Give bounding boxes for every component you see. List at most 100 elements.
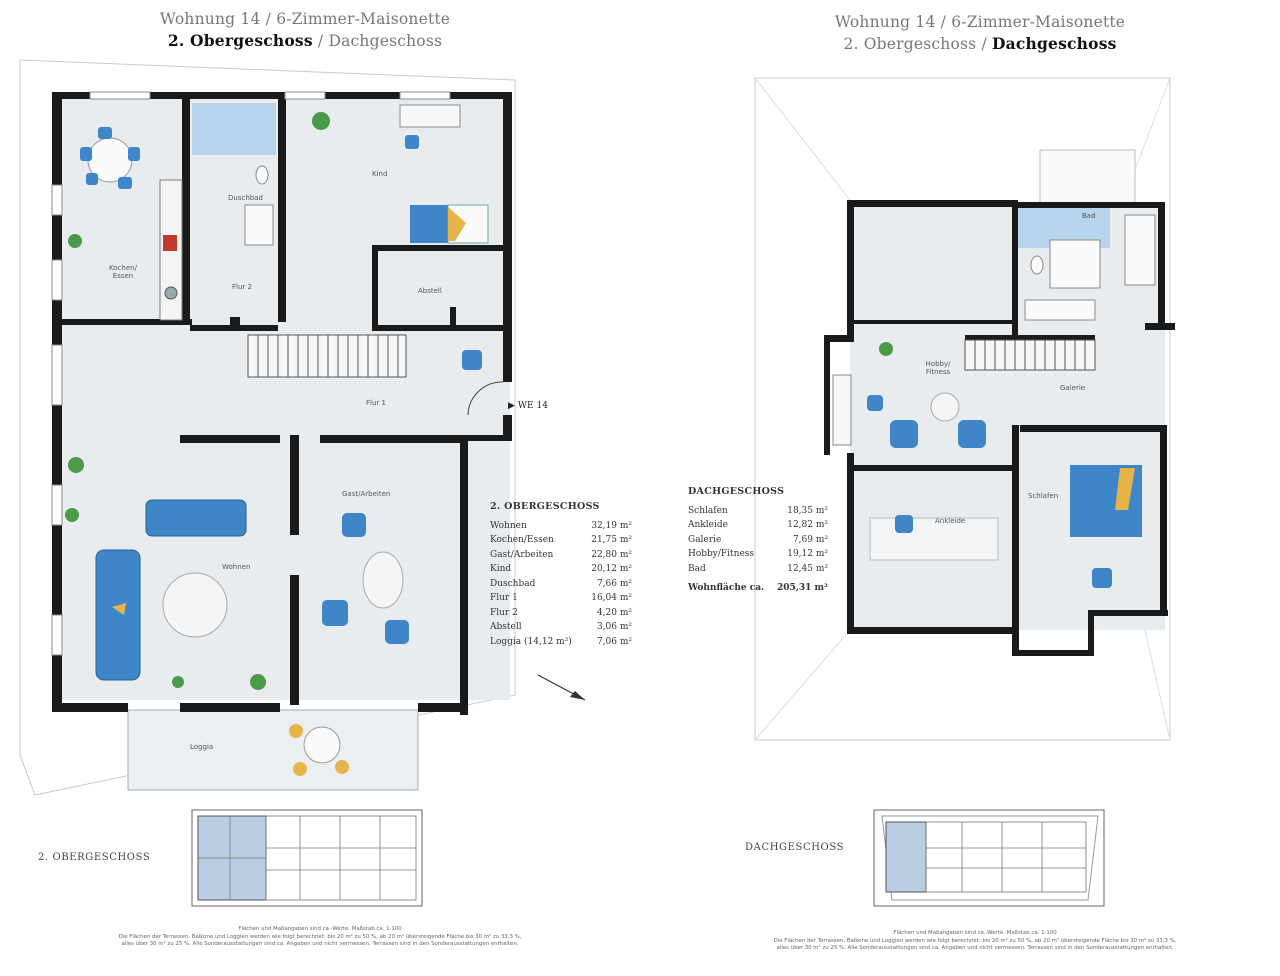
room-label-ankleide: Ankleide bbox=[935, 517, 966, 525]
dormer bbox=[1039, 149, 1136, 213]
area-table-dg-room-area: 19,12 m² bbox=[787, 549, 828, 559]
bath-vanity bbox=[1024, 299, 1096, 321]
area-table-dg-row: Galerie 7,69 m² bbox=[688, 533, 828, 548]
footnote-dg: Flächen und Maßangaben sind ca.-Werte. M… bbox=[773, 930, 1177, 951]
area-table-2og-room-name: Kochen/Essen bbox=[490, 535, 554, 545]
area-table-dg-row: Ankleide 12,82 m² bbox=[688, 518, 828, 533]
floorplan-2og bbox=[19, 59, 586, 796]
entrance-door bbox=[467, 381, 504, 416]
toilet bbox=[255, 165, 269, 185]
shower-dg bbox=[1049, 239, 1101, 289]
area-table-dg-room-name: Hobby/Fitness bbox=[688, 549, 755, 559]
kind-chair bbox=[405, 135, 419, 149]
hall-armchair bbox=[462, 350, 482, 370]
area-table-dg-total: Wohnfläche ca. 205,31 m² bbox=[688, 583, 828, 593]
ankleide-wardrobe bbox=[869, 517, 999, 561]
wohnen-sofa bbox=[95, 499, 247, 681]
right-title-line2: 2. Obergeschoss / Dachgeschoss bbox=[843, 34, 1117, 53]
area-table-dg-heading: DACHGESCHOSS bbox=[688, 486, 785, 497]
room-label-hobby: Hobby/ Fitness bbox=[925, 360, 951, 376]
room-label-galerie: Galerie bbox=[1060, 384, 1086, 392]
footnote-2og: Flächen und Maßangaben sind ca.-Werte. M… bbox=[118, 926, 522, 947]
gast-table bbox=[362, 551, 404, 609]
area-table-2og-room-area: 22,80 m² bbox=[591, 549, 632, 560]
room-label-flur1: Flur 1 bbox=[366, 399, 386, 407]
area-table-2og-row: Duschbad 7,66 m² bbox=[490, 577, 632, 592]
room-label-flur2: Flur 2 bbox=[232, 283, 252, 291]
area-table-2og-room-name: Flur 2 bbox=[490, 607, 518, 618]
hobby-desk bbox=[832, 374, 852, 446]
left-title-line1: Wohnung 14 / 6-Zimmer-Maisonette bbox=[159, 10, 451, 28]
area-table-2og-row: Wohnen 32,19 m² bbox=[490, 519, 632, 534]
area-table-2og-row: Loggia (14,12 m²) 7,06 m² bbox=[490, 635, 632, 650]
hobby-table bbox=[930, 392, 960, 422]
hobby-armchairs bbox=[890, 420, 986, 448]
area-table-dg-room-name: Bad bbox=[688, 563, 706, 574]
keyplan-2og bbox=[191, 809, 423, 907]
room-label-gast: Gast/Arbeiten bbox=[342, 490, 391, 498]
area-table-2og-room-area: 7,66 m² bbox=[596, 578, 632, 589]
kind-desk bbox=[399, 104, 461, 128]
kind-bed-accent bbox=[448, 207, 466, 241]
walls-dg bbox=[824, 200, 1175, 656]
area-table-2og-room-area: 32,19 m² bbox=[591, 520, 632, 531]
sofa-accent bbox=[112, 603, 126, 615]
entrance-label: ▶ WE 14 bbox=[508, 401, 548, 411]
area-table-2og-room-name: Abstell bbox=[490, 622, 522, 632]
shower-tray bbox=[244, 204, 274, 246]
area-table-2og-rows: Wohnen 32,19 m² Kochen/Essen 21,75 m² Gast/A… bbox=[490, 519, 632, 650]
area-table-dg-room-area: 12,45 m² bbox=[787, 563, 828, 574]
plants-2og bbox=[65, 112, 330, 690]
staircase-dg bbox=[964, 339, 1096, 371]
area-table-dg-room-area: 7,69 m² bbox=[792, 534, 828, 545]
area-table-2og-room-area: 7,06 m² bbox=[596, 636, 632, 647]
area-table-dg-room-name: Ankleide bbox=[688, 520, 728, 530]
area-table-dg-room-name: Galerie bbox=[688, 534, 722, 545]
area-table-dg-row: Hobby/Fitness 19,12 m² bbox=[688, 547, 828, 562]
area-table-2og-room-name: Gast/Arbeiten bbox=[490, 549, 554, 560]
area-table-dg-room-name: Schlafen bbox=[688, 505, 728, 516]
left-title-line2: 2. Obergeschoss / Dachgeschoss bbox=[167, 31, 443, 50]
area-table-2og-room-name: Loggia (14,12 m²) bbox=[490, 636, 572, 647]
toilet-dg bbox=[1030, 255, 1044, 275]
area-table-2og-room-area: 21,75 m² bbox=[591, 535, 632, 545]
area-table-2og-row: Flur 2 4,20 m² bbox=[490, 606, 632, 621]
room-label-loggia: Loggia bbox=[190, 743, 214, 751]
area-table-2og-row: Kochen/Essen 21,75 m² bbox=[490, 533, 632, 548]
area-table-2og-room-name: Duschbad bbox=[490, 578, 536, 589]
area-table-dg-rows: Schlafen 18,35 m² Ankleide 12,82 m² Galerie 7… bbox=[688, 504, 828, 577]
loggia-chairs bbox=[289, 724, 349, 776]
loggia-table bbox=[303, 726, 341, 764]
bathtub bbox=[1124, 214, 1156, 286]
floor-area-dg bbox=[850, 205, 1165, 630]
right-title-line1: Wohnung 14 / 6-Zimmer-Maisonette bbox=[834, 13, 1126, 31]
gast-armchairs bbox=[322, 513, 409, 644]
area-table-2og-room-area: 20,12 m² bbox=[591, 564, 632, 574]
staircase-2og bbox=[247, 334, 407, 378]
area-table-dg: DACHGESCHOSS Schlafen 18,35 m² Ankleide 12,… bbox=[688, 485, 828, 596]
area-table-dg-room-area: 18,35 m² bbox=[787, 505, 828, 516]
ankleide-chair bbox=[895, 515, 913, 533]
area-table-2og-room-area: 4,20 m² bbox=[596, 607, 632, 618]
area-table-2og-heading: 2. OBERGESCHOSS bbox=[490, 501, 600, 512]
left-title: Wohnung 14 / 6-Zimmer-Maisonette 2. Ober… bbox=[110, 9, 500, 52]
room-label-kochen: Kochen/ Essen bbox=[109, 264, 137, 280]
area-table-dg-room-area: 12,82 m² bbox=[787, 520, 828, 530]
room-label-duschbad: Duschbad bbox=[228, 194, 263, 202]
kitchen-cooktop bbox=[163, 235, 177, 251]
floorplan-dg bbox=[754, 77, 1175, 741]
loggia-floor bbox=[127, 709, 419, 791]
kitchen-sink bbox=[164, 286, 178, 300]
schlafen-chair bbox=[1092, 568, 1112, 588]
area-table-2og-room-name: Flur 1 bbox=[490, 593, 518, 603]
dining-chairs bbox=[80, 127, 140, 189]
area-table-2og-room-name: Wohnen bbox=[490, 520, 527, 531]
north-arrow-head bbox=[570, 691, 585, 700]
area-table-dg-row: Schlafen 18,35 m² bbox=[688, 504, 828, 519]
area-table-2og-room-area: 3,06 m² bbox=[596, 622, 632, 632]
right-title: Wohnung 14 / 6-Zimmer-Maisonette 2. Ober… bbox=[785, 12, 1175, 55]
room-label-schlafen: Schlafen bbox=[1028, 492, 1059, 500]
windows-2og bbox=[51, 91, 451, 656]
shower-area bbox=[192, 103, 276, 155]
